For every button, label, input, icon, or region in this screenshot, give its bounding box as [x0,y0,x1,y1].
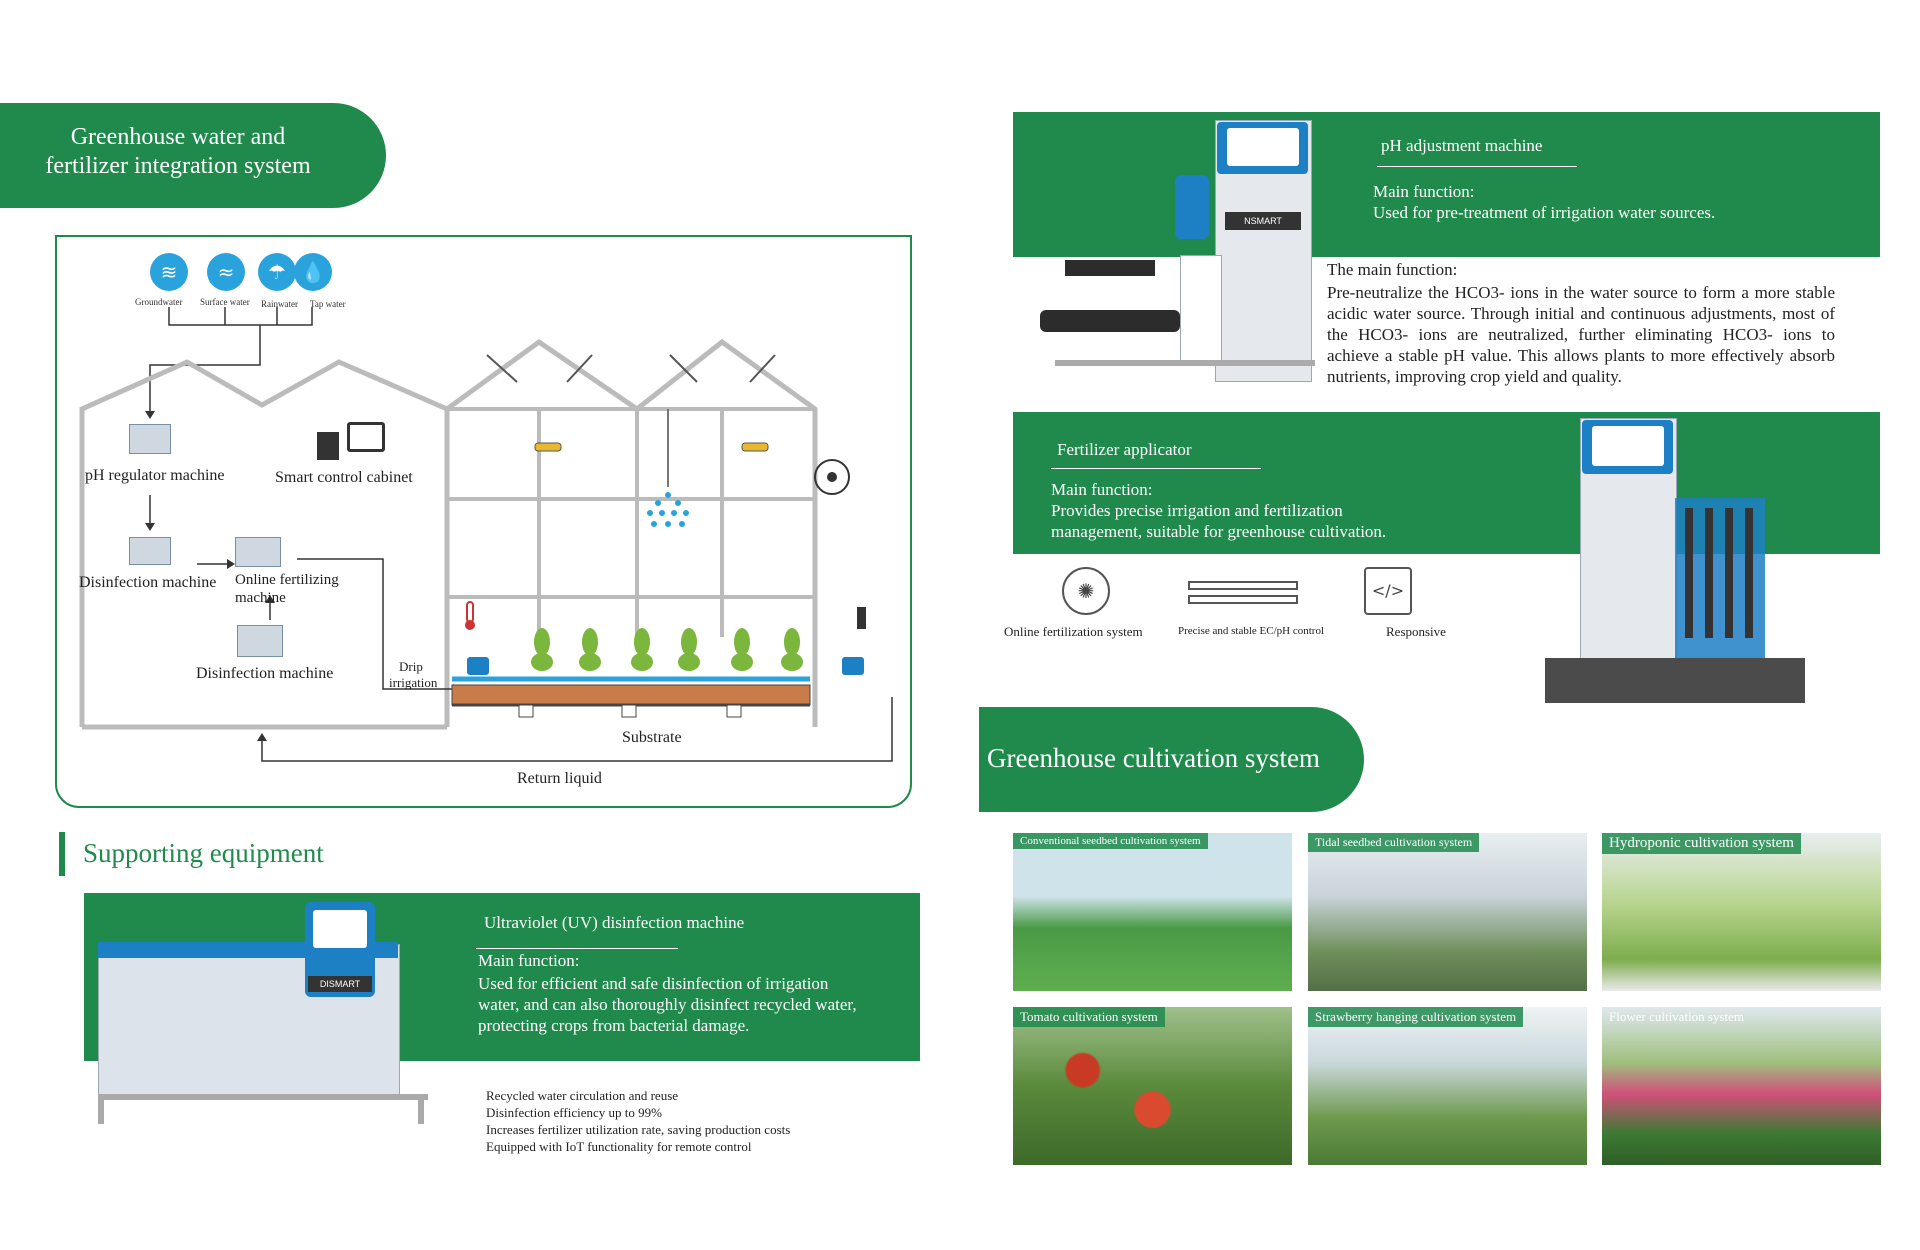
page-title: Greenhouse water and fertilizer integrat… [0,103,386,208]
ph-brand-label: NSMART [1225,212,1301,230]
online-fertilizing-machine-icon [235,537,281,567]
tap-water-icon: 💧 [294,253,332,291]
fertilizer-title: Fertilizer applicator [1057,440,1192,459]
photo-caption: Conventional seedbed cultivation system [1013,833,1208,849]
supporting-heading: Supporting equipment [83,838,324,868]
diagram-drawing [79,307,893,762]
ph-detail-desc: Pre-neutralize the HCO3- ions in the wat… [1327,283,1835,386]
source-groundwater-label: Groundwater [135,297,183,307]
smart-cabinet-icon [317,422,387,462]
uv-title-rule [476,948,678,949]
fertilizer-machine-image [1545,418,1835,708]
page-title-line2: fertilizer integration system [45,153,311,179]
groundwater-icon: ≋ [150,253,188,291]
fertilizer-main-label: Main function: [1051,480,1153,499]
feature-label-online-fertilization: Online fertilization system [1004,624,1143,639]
feature-label-responsive: Responsive [1386,624,1446,639]
uv-title: Ultraviolet (UV) disinfection machine [484,913,745,932]
ph-main-label: Main function: [1373,182,1475,201]
feature-label-ec-ph: Precise and stable EC/pH control [1178,625,1325,637]
uv-bullet: Equipped with IoT functionality for remo… [486,1139,752,1154]
drip-label-1: Drip [399,659,423,674]
rainwater-icon: ☂ [258,253,296,291]
photo-tidal-seedbed: Tidal seedbed cultivation system [1308,833,1587,991]
ph-title-rule [1377,166,1577,167]
photo-strawberry: Strawberry hanging cultivation system [1308,1007,1587,1165]
photo-caption: Strawberry hanging cultivation system [1308,1007,1524,1027]
disinfection-machine-icon [129,537,171,565]
uv-bullet: Disinfection efficiency up to 99% [486,1105,662,1120]
photo-flower: Flower cultivation system [1602,1007,1881,1165]
ph-machine-image: NSMART [1035,120,1335,385]
drip-label-2: irrigation [389,675,438,690]
return-liquid-label: Return liquid [517,770,602,787]
photo-hydroponic: Hydroponic cultivation system [1602,833,1881,991]
uv-bullet: Increases fertilizer utilization rate, s… [486,1122,791,1137]
cultivation-heading: Greenhouse cultivation system [987,743,1320,773]
uv-bullet-list: Recycled water circulation and reuse Dis… [486,1087,790,1155]
online-fertilizing-label-1: Online fertilizing [235,572,339,588]
uv-description: Used for efficient and safe disinfection… [478,974,857,1035]
source-surface-water-label: Surface water [200,297,250,307]
pipes-icon [1188,575,1298,605]
aperture-icon: ✺ [1062,567,1110,615]
page-title-line1: Greenhouse water and [70,124,286,150]
fertilizer-desc-1: Provides precise irrigation and fertiliz… [1051,501,1343,520]
uv-machine-image: DISMART [98,898,428,1128]
uv-bullet: Recycled water circulation and reuse [486,1088,679,1103]
smart-cabinet-label: Smart control cabinet [275,469,413,486]
substrate-label: Substrate [622,729,682,746]
photo-caption: Tidal seedbed cultivation system [1308,833,1480,852]
disinfection-machine-2-label: Disinfection machine [196,665,334,682]
photo-tomato: Tomato cultivation system [1013,1007,1292,1165]
cultivation-heading-pill: Greenhouse cultivation system [979,707,1364,812]
surface-water-icon: ≈ [207,253,245,291]
system-diagram: ≋ ≈ ☂ 💧 Groundwater Surface water Rainwa… [55,235,912,808]
ph-detail-label: The main function: [1327,260,1458,279]
ph-card: pH adjustment machine Main function: Use… [1013,112,1880,257]
code-icon: </> [1364,567,1412,615]
photo-caption: Tomato cultivation system [1013,1007,1165,1027]
ph-title: pH adjustment machine [1381,136,1543,155]
disinfection-machine-label: Disinfection machine [79,574,217,591]
disinfection-machine-2-icon [237,625,283,657]
supporting-heading-bar [59,832,65,876]
online-fertilizing-label-2: machine [235,590,286,606]
ph-regulator-icon [129,424,171,454]
ph-main-desc: Used for pre-treatment of irrigation wat… [1373,203,1716,222]
photo-conventional-seedbed: Conventional seedbed cultivation system [1013,833,1292,991]
fertilizer-title-rule [1051,468,1261,469]
source-rainwater-label: Rainwater [261,299,298,309]
photo-caption: Flower cultivation system [1609,1009,1745,1024]
source-tap-water-label: Tap water [310,299,346,309]
ph-regulator-label: pH regulator machine [85,467,225,484]
uv-main-label: Main function: [478,951,580,970]
fertilizer-desc-2: management, suitable for greenhouse cult… [1051,522,1387,541]
uv-brand-label: DISMART [308,976,372,992]
photo-caption: Hydroponic cultivation system [1602,833,1801,854]
